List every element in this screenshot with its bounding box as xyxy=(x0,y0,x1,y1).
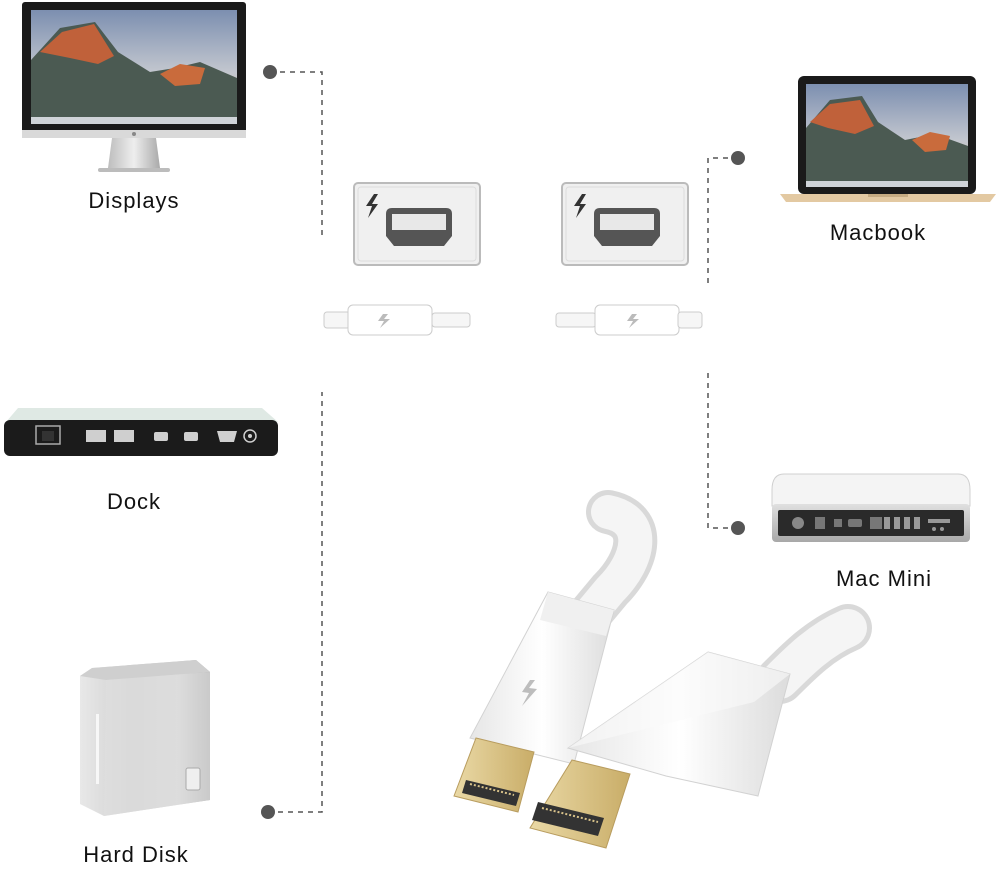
mac-mini-connection-dot xyxy=(731,521,745,535)
macbook-connection-dot xyxy=(731,151,745,165)
cable-icon-right xyxy=(555,304,703,336)
thunderbolt-icon xyxy=(574,194,586,218)
laptop-icon xyxy=(780,76,996,202)
displays-label: Displays xyxy=(88,188,180,213)
mac-mini-label: Mac Mini xyxy=(835,566,932,591)
display-icon xyxy=(22,2,246,172)
macbook-connection-line xyxy=(707,157,738,283)
connection-dots xyxy=(261,65,745,819)
mac-mini-connection-line xyxy=(707,368,738,529)
cable-icon-left xyxy=(323,304,471,336)
thunderbolt-icon xyxy=(378,314,390,328)
thunderbolt-icon xyxy=(366,194,378,218)
port-icon-right xyxy=(561,182,689,266)
hard-disk-connection-line xyxy=(268,392,323,813)
hard-disk-connection-dot xyxy=(261,805,275,819)
hard-disk-label: Hard Disk xyxy=(83,842,189,867)
mac-mini-icon xyxy=(771,473,971,542)
thunderbolt-cable-illustration xyxy=(453,490,872,849)
displays-connection-line xyxy=(270,71,323,235)
displays-connection-dot xyxy=(263,65,277,79)
dock-label: Dock xyxy=(106,489,162,514)
thunderbolt-icon xyxy=(522,680,537,706)
thunderbolt-icon xyxy=(627,314,639,328)
hard-disk-icon xyxy=(80,660,210,816)
connection-lines xyxy=(268,71,738,813)
macbook-label: Macbook xyxy=(829,220,927,245)
dock-icon xyxy=(4,408,278,456)
port-icon-left xyxy=(353,182,481,266)
